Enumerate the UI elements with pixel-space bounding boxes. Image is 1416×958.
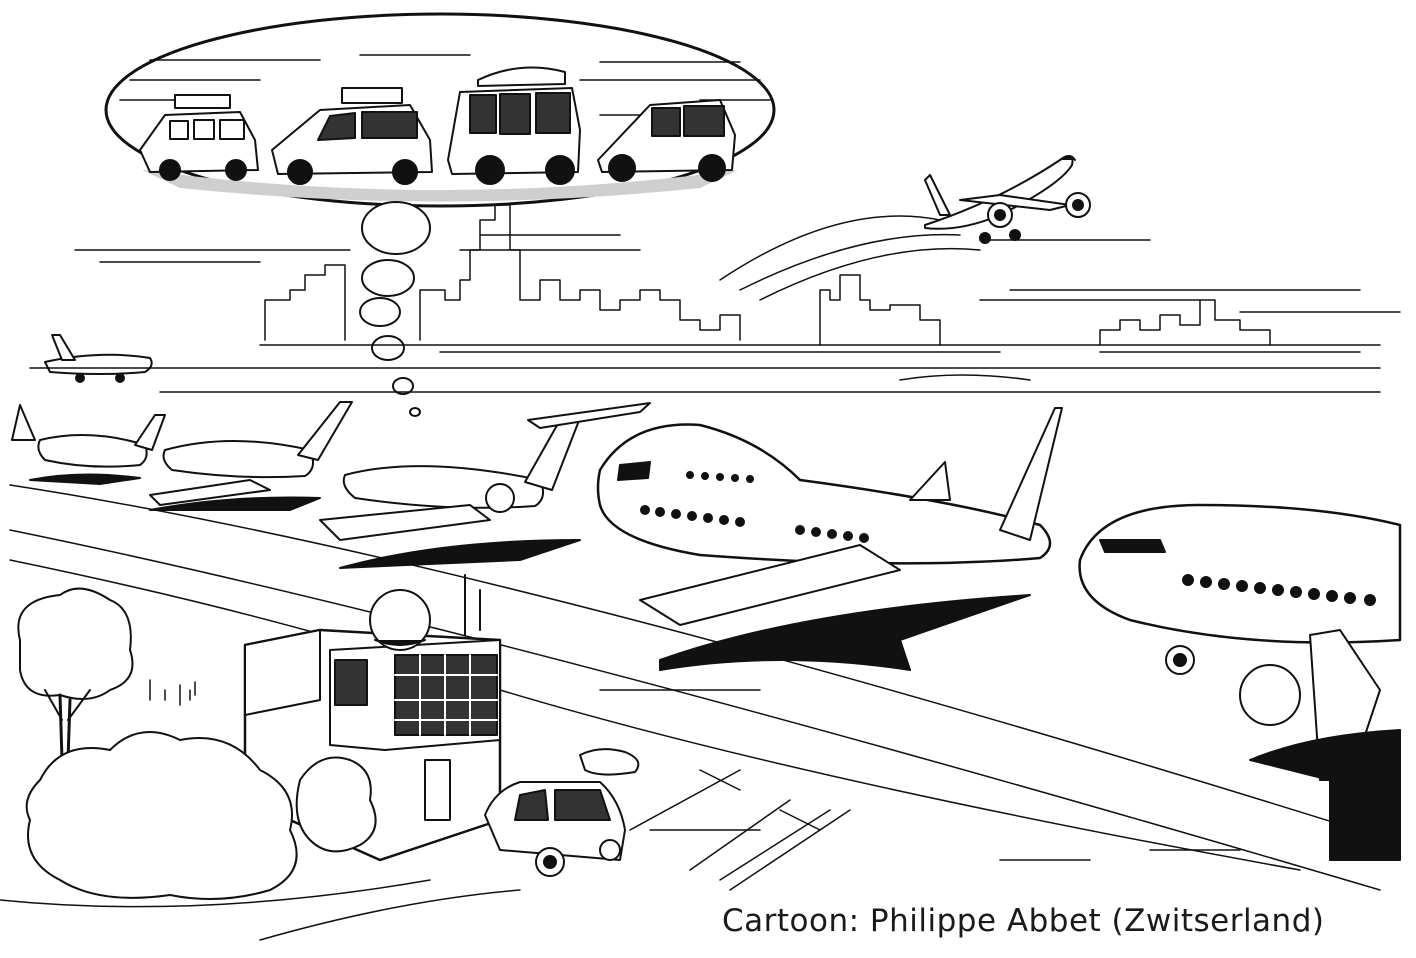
parked-airplane-jumbo bbox=[596, 407, 1063, 671]
parked-airplane-3 bbox=[319, 402, 651, 569]
runway-far bbox=[29, 367, 1381, 393]
taxiway-lines bbox=[9, 484, 1391, 891]
parked-airplane-2 bbox=[149, 401, 353, 511]
parked-airplane-1 bbox=[11, 404, 166, 485]
city-skyline bbox=[259, 204, 1381, 353]
sky-lines bbox=[74, 215, 1401, 313]
artist-credit: Cartoon: Philippe Abbet (Zwitserland) bbox=[722, 903, 1325, 939]
grass-lines bbox=[0, 679, 1241, 941]
distant-airplane bbox=[44, 334, 153, 383]
departing-airplane bbox=[924, 155, 1091, 244]
parked-airplane-front bbox=[1078, 503, 1402, 861]
car-traffic-3 bbox=[447, 66, 581, 185]
thought-bubble bbox=[104, 12, 776, 208]
car-traffic-2 bbox=[271, 87, 433, 185]
control-tower-building bbox=[243, 574, 502, 862]
parked-car bbox=[484, 781, 626, 877]
car-traffic-4 bbox=[597, 99, 736, 182]
tree bbox=[17, 587, 134, 762]
car-traffic-1 bbox=[139, 94, 259, 181]
thought-trail bbox=[359, 201, 431, 417]
bushes bbox=[25, 731, 640, 900]
